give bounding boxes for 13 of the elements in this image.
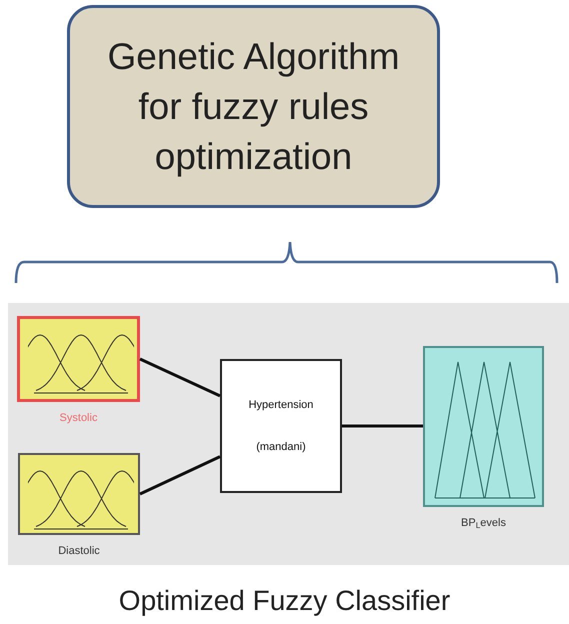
system-label: Hypertension	[248, 398, 314, 412]
connector-line	[139, 358, 221, 398]
system-box	[220, 359, 342, 493]
connector-line	[139, 455, 221, 496]
variable-label: BP$_{L}$evels	[460, 516, 507, 532]
caption-label: Optimized Fuzzy Classifier	[118, 584, 452, 618]
variable-label: Diastolic	[57, 544, 101, 559]
process-box	[67, 5, 440, 208]
system-label: (mandani)	[256, 440, 306, 455]
box-title: Genetic Algorithm for fuzzy rules optimization	[106, 34, 401, 179]
connector-line	[342, 424, 423, 428]
variable-label: Systolic	[58, 411, 98, 426]
classifier-panel	[8, 303, 569, 565]
